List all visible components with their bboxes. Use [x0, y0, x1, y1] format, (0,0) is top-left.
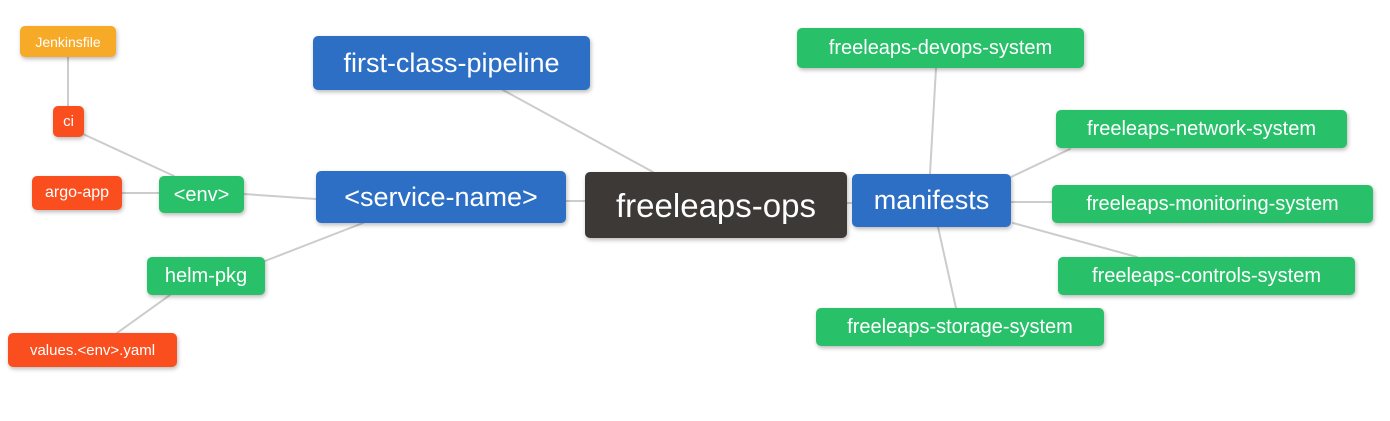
node-first-class-pipeline[interactable]: first-class-pipeline	[313, 36, 590, 90]
edge-manifests-to-freeleaps-devops-system	[929, 67, 937, 175]
node-freeleaps-ops[interactable]: freeleaps-ops	[585, 172, 847, 238]
edge-first-class-pipeline-to-freeleaps-ops	[502, 89, 654, 173]
node-freeleaps-controls-system[interactable]: freeleaps-controls-system	[1058, 257, 1355, 295]
edge-manifests-to-freeleaps-network-system	[1010, 148, 1071, 178]
node-freeleaps-monitoring-system[interactable]: freeleaps-monitoring-system	[1052, 185, 1373, 223]
node-ci[interactable]: ci	[53, 106, 84, 137]
edge-ci-to-env	[82, 133, 175, 177]
node-jenkinsfile[interactable]: Jenkinsfile	[20, 26, 116, 57]
node-helm-pkg[interactable]: helm-pkg	[147, 257, 265, 295]
edge-manifests-to-freeleaps-storage-system	[937, 226, 957, 309]
edge-manifests-to-freeleaps-controls-system	[1012, 222, 1138, 258]
node-freeleaps-devops-system[interactable]: freeleaps-devops-system	[797, 28, 1084, 68]
node-freeleaps-network-system[interactable]: freeleaps-network-system	[1056, 110, 1347, 148]
edge-env-to-service-name	[243, 193, 317, 200]
node-values-env-yaml[interactable]: values.<env>.yaml	[8, 333, 177, 367]
node-service-name[interactable]: <service-name>	[316, 171, 566, 223]
node-env[interactable]: <env>	[159, 176, 244, 213]
node-manifests[interactable]: manifests	[852, 174, 1011, 227]
edge-helm-pkg-to-service-name	[264, 222, 364, 262]
node-argo-app[interactable]: argo-app	[32, 176, 122, 210]
edge-helm-pkg-to-values-env-yaml	[116, 294, 171, 334]
node-freeleaps-storage-system[interactable]: freeleaps-storage-system	[816, 308, 1104, 346]
